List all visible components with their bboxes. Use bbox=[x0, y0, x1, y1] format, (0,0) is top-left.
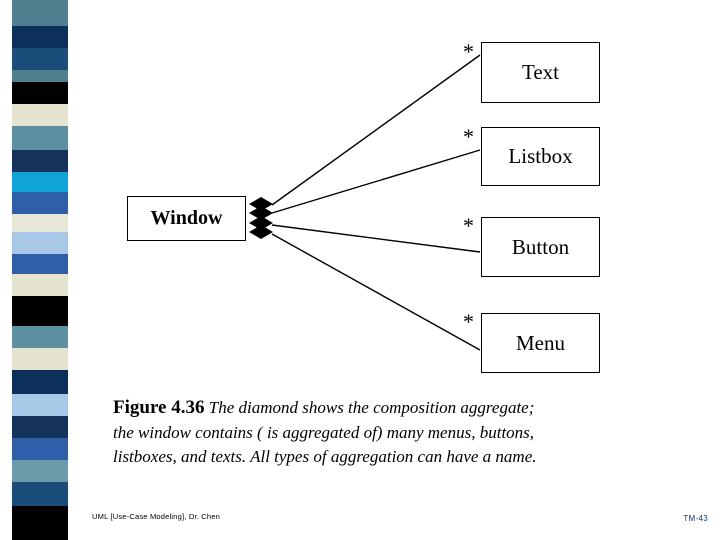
figure-caption: Figure 4.36 The diamond shows the compos… bbox=[113, 395, 543, 468]
stripe-segment bbox=[12, 254, 68, 274]
class-box-window-label: Window bbox=[150, 207, 223, 229]
class-box-text[interactable]: Text bbox=[481, 42, 600, 103]
stripe-segment bbox=[12, 172, 68, 192]
multiplicity-listbox: * bbox=[463, 124, 474, 149]
class-box-text-label: Text bbox=[521, 60, 560, 84]
composition-diamond bbox=[249, 225, 273, 239]
stripe-segment bbox=[12, 348, 68, 370]
stripe-segment bbox=[12, 416, 68, 438]
composition-diamond bbox=[249, 216, 273, 230]
stripe-segment bbox=[12, 296, 68, 326]
class-box-menu[interactable]: Menu bbox=[481, 313, 600, 373]
multiplicity-menu: * bbox=[463, 309, 474, 334]
multiplicity-text: * bbox=[463, 39, 474, 64]
class-box-window[interactable]: Window bbox=[127, 196, 246, 241]
stripe-segment bbox=[12, 48, 68, 70]
stripe-segment bbox=[12, 104, 68, 126]
footer-slide-number: TM-43 bbox=[683, 514, 708, 523]
composition-diamond bbox=[249, 206, 273, 220]
stripe-segment bbox=[12, 232, 68, 254]
decorative-stripe-column bbox=[12, 0, 68, 540]
multiplicity-button: * bbox=[463, 213, 474, 238]
class-box-button[interactable]: Button bbox=[481, 217, 600, 277]
stripe-segment bbox=[12, 0, 68, 26]
figure-caption-text: The diamond shows the composition aggreg… bbox=[113, 398, 537, 466]
stripe-segment bbox=[12, 326, 68, 348]
footer-source-label: UML [Use-Case Modeling], Dr. Chen bbox=[92, 512, 221, 521]
figure-number: Figure 4.36 bbox=[113, 397, 205, 418]
stripe-segment bbox=[12, 192, 68, 214]
stripe-segment bbox=[12, 438, 68, 460]
stripe-segment bbox=[12, 70, 68, 82]
stripe-segment bbox=[12, 394, 68, 416]
class-box-listbox-label: Listbox bbox=[508, 144, 573, 168]
stripe-segment bbox=[12, 460, 68, 482]
stripe-segment bbox=[12, 482, 68, 506]
class-box-listbox[interactable]: Listbox bbox=[481, 127, 600, 186]
stripe-segment bbox=[12, 506, 68, 540]
stripe-segment bbox=[12, 26, 68, 48]
stripe-segment bbox=[12, 274, 68, 296]
class-box-button-label: Button bbox=[511, 234, 570, 259]
stripe-segment bbox=[12, 150, 68, 172]
stripe-segment bbox=[12, 214, 68, 232]
stripe-segment bbox=[12, 370, 68, 394]
composition-diamond bbox=[249, 197, 273, 211]
class-box-menu-label: Menu bbox=[516, 330, 565, 355]
stripe-segment bbox=[12, 82, 68, 104]
stripe-segment bbox=[12, 126, 68, 150]
